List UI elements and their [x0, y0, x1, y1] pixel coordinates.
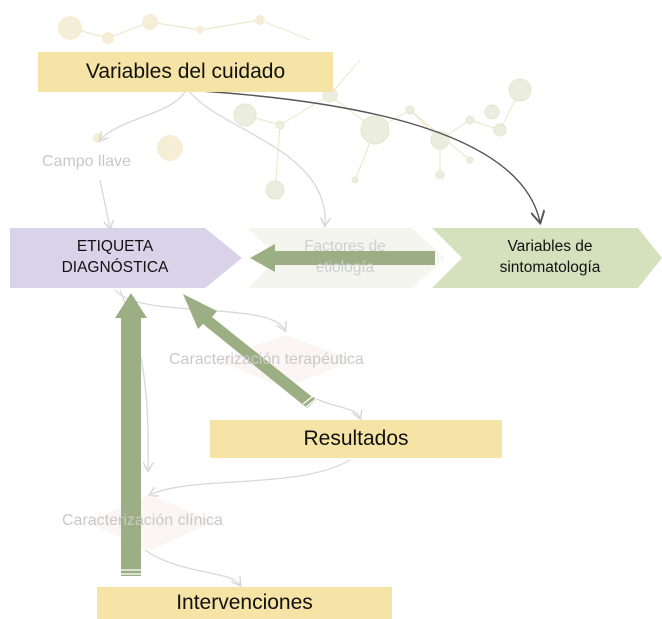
etiqueta-chevron: [10, 228, 242, 288]
etiqueta-line2: DIAGNÓSTICA: [61, 259, 169, 276]
sintomatologia-line2: sintomatología: [499, 259, 601, 276]
caracterizacion-clinica-label: Caracterización clínica: [62, 512, 223, 529]
etiqueta-line1: ETIQUETA: [76, 238, 154, 256]
block-arrows: [115, 244, 435, 576]
resultados-box: Resultados: [210, 420, 502, 458]
variables-cuidado-box: Variables del cuidado: [38, 52, 333, 92]
etiqueta-diagnostica-label: ETIQUETA DIAGNÓSTICA: [20, 232, 210, 284]
intervenciones-box: Intervenciones: [97, 587, 392, 619]
campo-llave-label: Campo llave: [42, 153, 131, 170]
molecule-background: [58, 14, 532, 200]
factores-etiologia-label: Factores de etiología: [285, 232, 405, 284]
intervenciones-label: Intervenciones: [176, 591, 313, 614]
caracterizacion-terapeutica-label: Caracterización terapéutica: [169, 351, 364, 368]
sintomatologia-to-etiqueta-arrow: [250, 244, 435, 272]
cuidado-to-sintomatologia-arrow: [184, 89, 540, 222]
sintomatologia-line1: Variables de: [507, 238, 593, 256]
factores-line1: Factores de: [304, 238, 386, 256]
variables-cuidado-label: Variables del cuidado: [85, 60, 286, 83]
factores-line2: etiología: [315, 259, 375, 276]
intervenciones-to-etiqueta-arrow: [115, 293, 147, 576]
sintomatologia-chevron: [432, 228, 662, 288]
resultados-label: Resultados: [303, 427, 409, 450]
decision-diamond-clinica: [85, 495, 215, 550]
sintomatologia-label: Variables de sintomatología: [470, 232, 630, 284]
resultados-to-etiqueta-arrow: [183, 294, 316, 408]
